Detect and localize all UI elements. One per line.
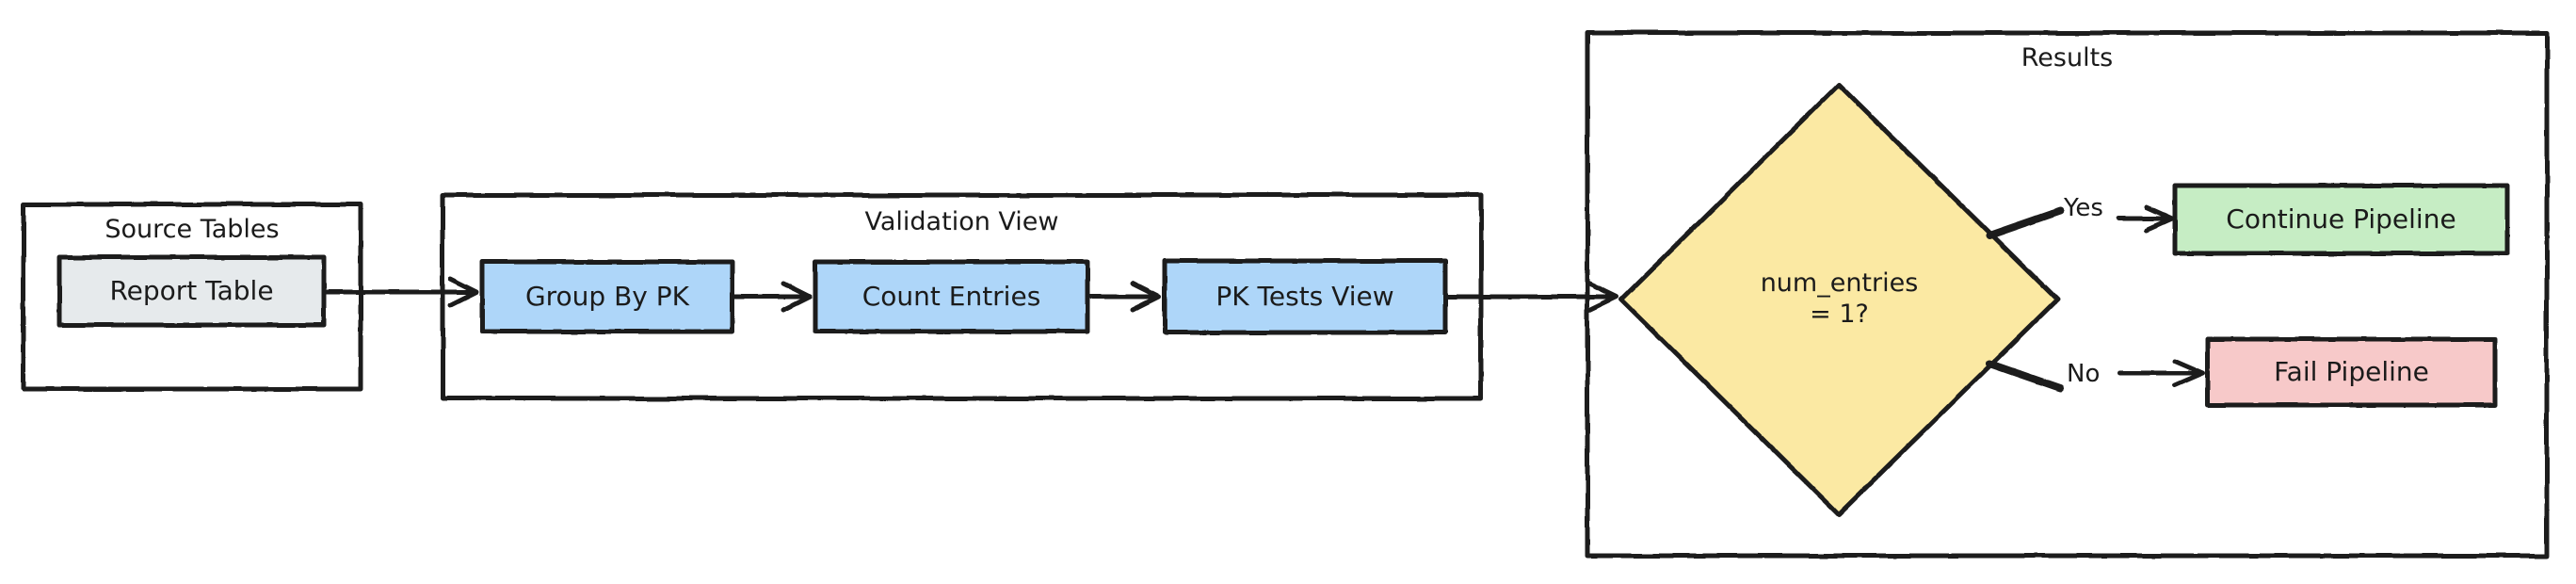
edge-report-to-group xyxy=(321,276,479,308)
node-group-by-pk[interactable] xyxy=(479,259,735,334)
edge-label-yes: Yes xyxy=(2064,194,2103,222)
edge-pk-tests-to-decision xyxy=(1444,280,1619,314)
group-title-source-tables: Source Tables xyxy=(105,215,280,244)
edge-label-no: No xyxy=(2067,360,2101,388)
node-report-table[interactable] xyxy=(56,254,327,328)
node-num-entries-decision[interactable] xyxy=(1618,82,2060,517)
edge-count-to-pk-tests xyxy=(1087,281,1162,313)
node-pk-tests-view[interactable] xyxy=(1162,258,1448,335)
group-title-results: Results xyxy=(2021,43,2114,73)
edge-group-to-count xyxy=(732,281,813,313)
node-continue-pipeline[interactable] xyxy=(2172,183,2510,256)
node-count-entries[interactable] xyxy=(813,259,1090,334)
edge-decision-no xyxy=(1986,358,2206,392)
node-fail-pipeline[interactable] xyxy=(2205,336,2498,408)
group-title-validation-view: Validation View xyxy=(864,207,1059,236)
edge-decision-yes xyxy=(1986,204,2175,239)
